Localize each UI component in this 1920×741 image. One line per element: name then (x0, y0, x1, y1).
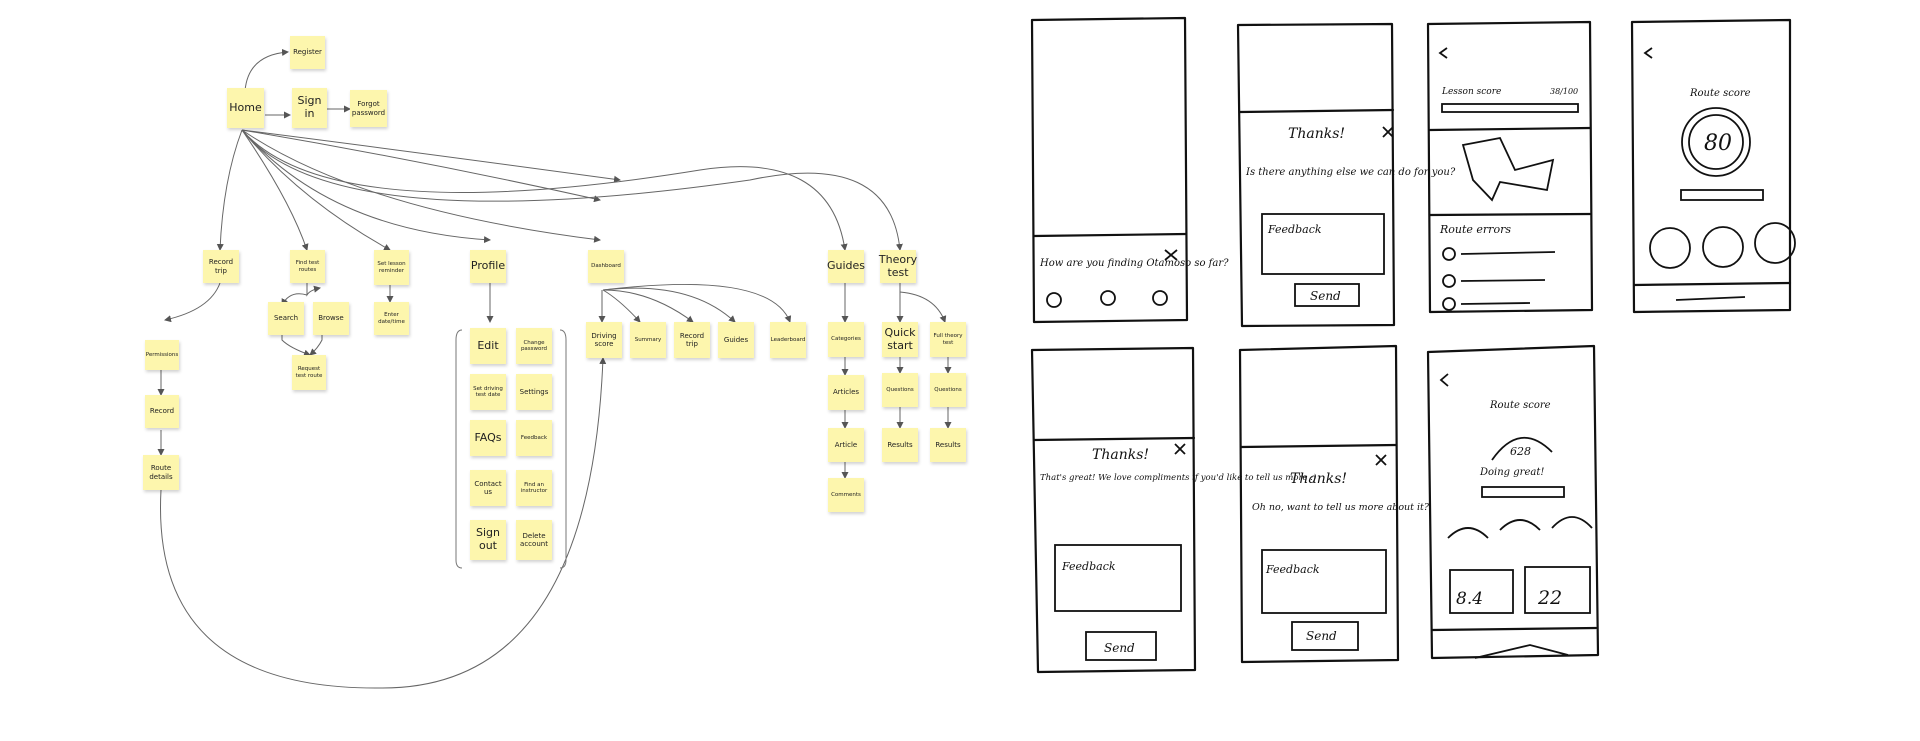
home-note: Home (227, 88, 264, 128)
questions-full-note: Questions (930, 373, 966, 407)
send-button-2: Send (1104, 641, 1135, 655)
browse-note: Browse (313, 302, 349, 335)
score-80-value: 80 (1704, 131, 1732, 156)
summary-note: Summary (630, 322, 666, 358)
phone-frame-3 (1426, 20, 1594, 314)
set-test-date-note: Set driving test date (470, 374, 506, 410)
thanks-title-1: Thanks! (1288, 126, 1345, 142)
contact-us-note: Contact us (470, 470, 506, 506)
ask-more-text: Is there anything else we can do for you… (1245, 167, 1456, 178)
article-note: Article (828, 428, 864, 462)
feedback-note: Feedback (516, 420, 552, 456)
route-score-title-1: Route score (1689, 88, 1751, 99)
comments-note: Comments (828, 478, 864, 512)
phone-frame-6 (1238, 344, 1400, 664)
find-instructor-note: Find an instructor (516, 470, 552, 506)
permissions-note: Permissions (145, 340, 179, 370)
send-button-3: Send (1306, 629, 1337, 643)
dashboard-guides-note: Guides (718, 322, 754, 358)
send-button-1: Send (1310, 289, 1341, 303)
driving-score-note: Driving score (586, 322, 622, 358)
enter-datetime-note: Enter date/time (374, 302, 409, 335)
route-errors-title: Route errors (1439, 223, 1511, 236)
search-note: Search (268, 302, 304, 335)
phone-frame-7 (1426, 344, 1600, 660)
theory-test-note: Theory test (879, 250, 917, 283)
phone-frame-4 (1630, 18, 1792, 314)
record-trip-note: Record trip (203, 250, 239, 283)
phone-frame-2 (1236, 22, 1396, 328)
route-score-title-2: Route score (1489, 400, 1551, 411)
articles-note: Articles (828, 375, 864, 410)
feedback-field-1: Feedback (1267, 223, 1322, 236)
change-password-note: Change password (516, 328, 552, 364)
full-theory-test-note: Full theory test (930, 322, 966, 357)
faqs-note: FAQs (470, 420, 506, 456)
find-test-routes-note: Find test routes (290, 250, 325, 283)
forgot-password-note: Forgot password (350, 90, 387, 127)
lesson-score-value: 38/100 (1550, 87, 1578, 96)
rating-prompt: How are you finding Otamoso so far? (1039, 258, 1229, 269)
dashboard-record-trip-note: Record trip (674, 322, 710, 358)
guides-note: Guides (827, 250, 865, 283)
doing-great-text: Doing great! (1479, 467, 1544, 478)
dashboard-note: Dashboard (588, 250, 624, 283)
thats-great-text: That's great! We love compliments if you… (1040, 472, 1316, 483)
settings-note: Settings (516, 374, 552, 410)
categories-note: Categories (828, 322, 864, 357)
results-quick-note: Results (882, 428, 918, 462)
edit-note: Edit (470, 328, 506, 364)
lesson-score-label: Lesson score (1441, 87, 1501, 97)
thanks-title-2: Thanks! (1092, 447, 1149, 463)
profile-note: Profile (470, 250, 506, 283)
delete-account-note: Delete account (516, 520, 552, 560)
quick-start-note: Quick start (882, 322, 918, 357)
request-test-route-note: Request test route (292, 355, 326, 390)
feedback-field-2: Feedback (1061, 560, 1116, 573)
route-details-note: Route details (143, 455, 179, 490)
record-note: Record (145, 395, 179, 428)
thanks-title-3: Thanks! (1290, 471, 1347, 487)
register-note: Register (290, 36, 325, 69)
sign-in-note: Sign in (292, 88, 327, 128)
set-lesson-reminder-note: Set lesson reminder (374, 250, 409, 285)
questions-quick-note: Questions (882, 373, 918, 407)
stat-value-1: 8.4 (1456, 589, 1483, 609)
stat-value-2: 22 (1537, 587, 1562, 609)
feedback-field-3: Feedback (1265, 563, 1320, 576)
results-full-note: Results (930, 428, 966, 462)
sign-out-note: Sign out (470, 520, 506, 560)
phone-frame-1 (1030, 16, 1189, 324)
phone-frame-5 (1030, 346, 1197, 674)
leaderboard-note: Leaderboard (770, 322, 806, 358)
score-628-value: 628 (1510, 445, 1531, 458)
oh-no-text: Oh no, want to tell us more about it? (1252, 502, 1430, 513)
